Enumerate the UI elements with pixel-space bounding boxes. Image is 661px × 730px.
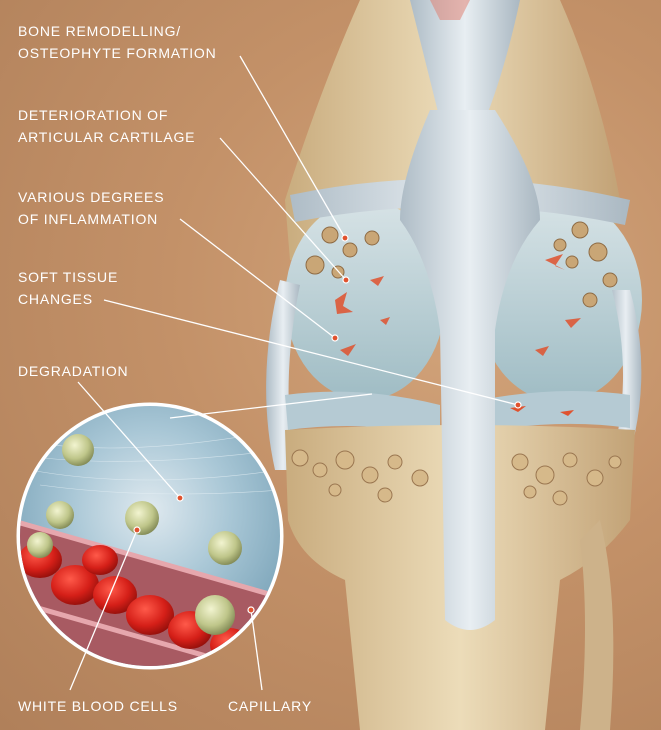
label-cartilage-line2: ARTICULAR CARTILAGE <box>18 126 195 148</box>
label-bone-remodelling-line1: BONE REMODELLING/ <box>18 20 217 42</box>
label-bone-remodelling-line2: OSTEOPHYTE FORMATION <box>18 42 217 64</box>
label-degradation: DEGRADATION <box>18 360 128 382</box>
label-inflammation: VARIOUS DEGREES OF INFLAMMATION <box>18 186 164 230</box>
fibula-bone <box>580 520 613 730</box>
label-bone-remodelling: BONE REMODELLING/ OSTEOPHYTE FORMATION <box>18 20 217 64</box>
magnified-inset <box>10 404 290 680</box>
label-degradation-text: DEGRADATION <box>18 360 128 382</box>
label-inflammation-line1: VARIOUS DEGREES <box>18 186 164 208</box>
label-cartilage: DETERIORATION OF ARTICULAR CARTILAGE <box>18 104 195 148</box>
label-cartilage-line1: DETERIORATION OF <box>18 104 195 126</box>
label-capillary: CAPILLARY <box>228 695 312 717</box>
label-capillary-text: CAPILLARY <box>228 695 312 717</box>
label-white-blood-cells-text: WHITE BLOOD CELLS <box>18 695 178 717</box>
label-soft-tissue-line2: CHANGES <box>18 288 118 310</box>
label-white-blood-cells: WHITE BLOOD CELLS <box>18 695 178 717</box>
label-soft-tissue: SOFT TISSUE CHANGES <box>18 266 118 310</box>
label-soft-tissue-line1: SOFT TISSUE <box>18 266 118 288</box>
label-inflammation-line2: OF INFLAMMATION <box>18 208 164 230</box>
